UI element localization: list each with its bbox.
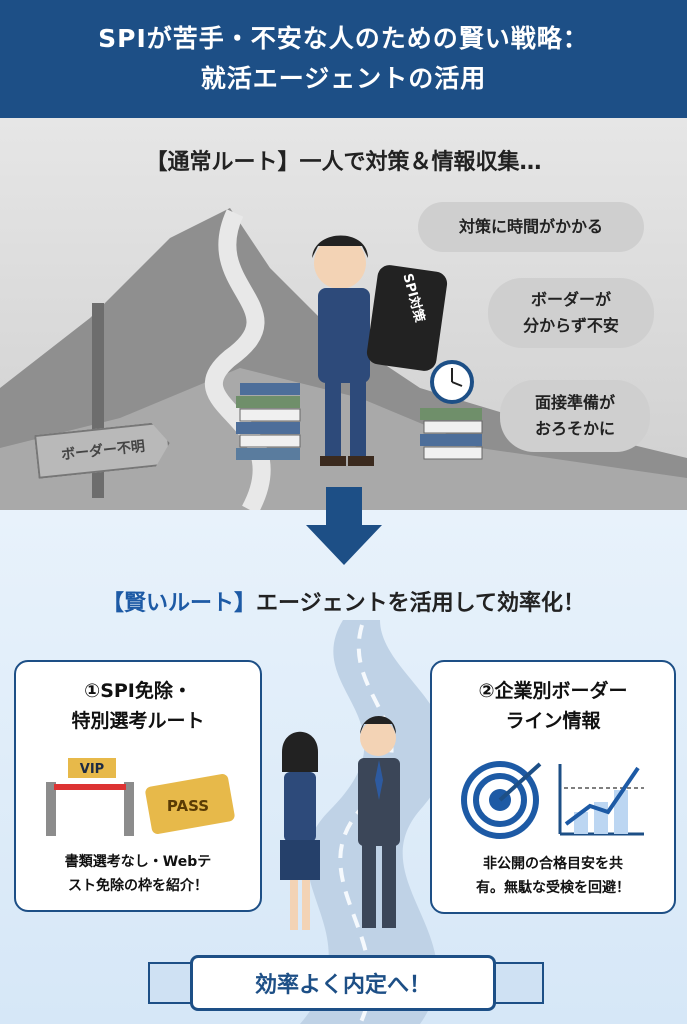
target-chart-illustration: [461, 761, 644, 839]
smart-route-title-highlight: 【賢いルート】: [102, 591, 257, 616]
thought-bubble-3: 面接準備が おろそかに: [500, 380, 650, 452]
arrow-down-icon: [306, 487, 382, 565]
card-left-desc: 書類選考なし・Webテ スト免除の枠を紹介！: [64, 854, 212, 894]
pass-label: PASS: [167, 797, 209, 815]
agent-figure: [358, 716, 400, 928]
page-title-line1: SPIが苦手・不安な人のための賢い戦略：: [98, 24, 589, 53]
card-border-info: ②企業別ボーダー ライン情報 非公開の合格目安を共 有。無駄な受検を回避！: [430, 660, 676, 914]
growth-chart-icon: [558, 764, 644, 836]
road-illustration: [280, 620, 448, 1024]
target-icon: [461, 761, 542, 839]
vip-label: VIP: [80, 762, 104, 777]
card-spi-exemption: ①SPI免除・ 特別選考ルート VIP PASS 書類選考なし・Webテ スト免…: [14, 660, 262, 912]
smart-route-title-rest: エージェントを活用して効率化！: [256, 591, 585, 616]
vip-pass-illustration: VIP PASS: [46, 758, 235, 836]
thought-bubble-1: 対策に時間がかかる: [418, 202, 644, 252]
book-stack-right-icon: [420, 408, 483, 460]
card-right-title: ②企業別ボーダー ライン情報: [478, 680, 628, 732]
pass-ticket-icon: PASS: [145, 774, 235, 834]
normal-route-title: 【通常ルート】一人で対策＆情報収集…: [145, 150, 542, 175]
vip-rope-icon: VIP: [46, 758, 134, 836]
sign-label: ボーダー不明: [60, 438, 146, 464]
page-title-line2: 就活エージェントの活用: [200, 64, 487, 93]
thought-bubble-2: ボーダーが 分からず不安: [488, 278, 654, 348]
page-header: SPIが苦手・不安な人のための賢い戦略： 就活エージェントの活用: [0, 0, 687, 118]
clock-icon: [430, 360, 474, 404]
smart-route-title: 【賢いルート】エージェントを活用して効率化！: [0, 585, 687, 617]
normal-route-section: 【通常ルート】一人で対策＆情報収集… ボーダー不明 SPI対策 対策に時間がかか…: [0, 118, 687, 510]
female-student-figure: [280, 731, 320, 930]
worried-student-figure: [312, 235, 448, 466]
book-stack-left-icon: [236, 383, 301, 460]
efficiency-banner: 効率よく内定へ！: [190, 955, 496, 1011]
card-right-desc: 非公開の合格目安を共 有。無駄な受検を回避！: [476, 856, 630, 896]
card-left-title: ①SPI免除・ 特別選考ルート: [71, 680, 205, 732]
